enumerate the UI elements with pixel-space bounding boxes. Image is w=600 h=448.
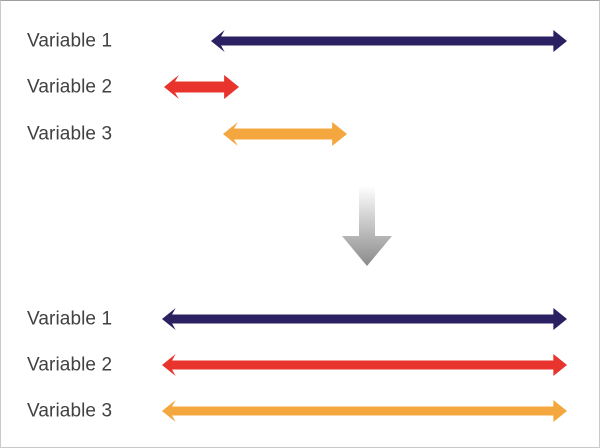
row-label-top_panel-3: Variable 3 [27, 123, 113, 145]
row-label-top_panel-1: Variable 1 [27, 30, 113, 52]
row-label-bottom_panel-1: Variable 1 [27, 308, 113, 330]
range-arrow-bottom_panel-2 [162, 354, 567, 376]
row-label-top_panel-2: Variable 2 [27, 76, 113, 98]
row-label-bottom_panel-2: Variable 2 [27, 354, 113, 376]
row-label-bottom_panel-3: Variable 3 [27, 400, 113, 422]
range-arrow-bottom_panel-1 [162, 308, 567, 330]
range-arrow-top_panel-3 [223, 122, 347, 146]
downward-transition-arrow [342, 186, 392, 266]
range-arrow-bottom_panel-3 [162, 400, 567, 422]
range-arrow-top_panel-1 [211, 30, 567, 52]
range-arrow-top_panel-2 [164, 75, 239, 99]
